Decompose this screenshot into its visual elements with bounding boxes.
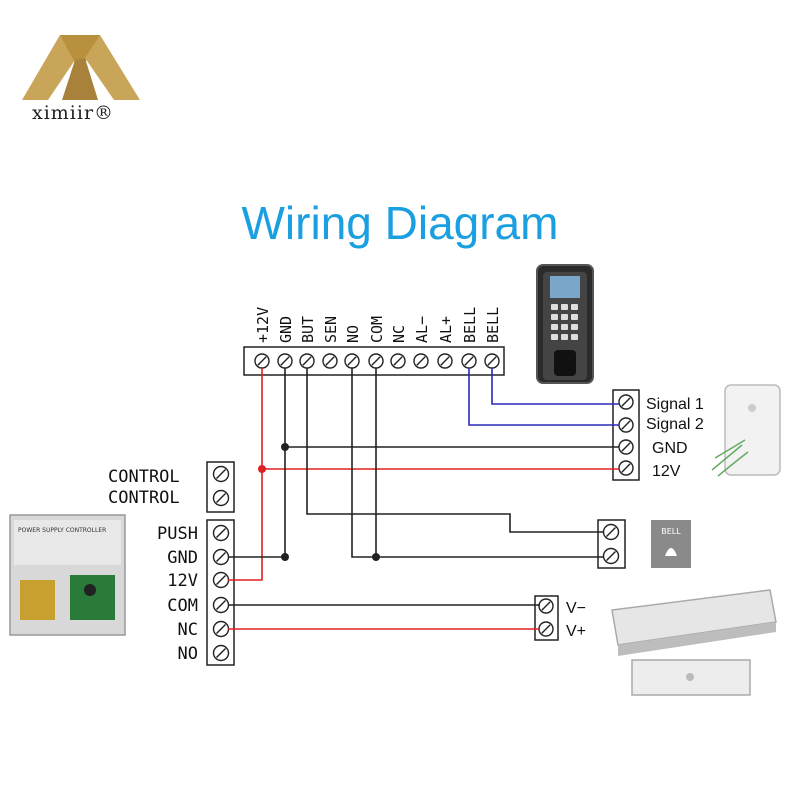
wire-junction-dot	[281, 553, 289, 561]
controller-terminal-label: NC	[390, 325, 408, 343]
wire-junction-dot	[372, 553, 380, 561]
psu-control-screw	[212, 465, 230, 483]
exit-button-terminal-block	[597, 519, 626, 569]
brand-logo	[22, 35, 140, 100]
controller-terminal-screw	[484, 353, 500, 369]
psu-terminal-label: 12V	[167, 571, 198, 591]
exit-button-badge: BELL	[661, 527, 681, 536]
controller-terminal-label: AL+	[437, 316, 455, 343]
psu-terminal-label: NC	[178, 620, 198, 640]
psu-terminal-screw	[212, 571, 230, 589]
psu-terminal-screw	[212, 596, 230, 614]
lock-label-vplus: V+	[566, 623, 586, 640]
psu-terminal-screw	[212, 644, 230, 662]
psu-control-label-2: CONTROL	[108, 488, 180, 508]
psu-control-label-1: CONTROL	[108, 467, 180, 487]
wire-bell-signal1	[491, 368, 619, 405]
psu-control-block	[206, 461, 235, 513]
magnetic-lock-device	[611, 589, 777, 696]
exit-button-screw	[602, 547, 620, 565]
doorbell-terminal-screw	[618, 439, 634, 455]
controller-terminal-label: NO	[344, 325, 362, 343]
power-supply-device: POWER SUPPLY CONTROLLER	[9, 514, 126, 636]
psu-terminal-label: PUSH	[157, 524, 198, 544]
brand-name: ximiir®	[32, 102, 115, 124]
controller-terminal-label: SEN	[322, 316, 340, 343]
controller-terminal-screw	[277, 353, 293, 369]
psu-control-screw	[212, 489, 230, 507]
controller-terminal-screw	[344, 353, 360, 369]
lock-terminal-block	[534, 595, 559, 641]
controller-terminal-screw	[368, 353, 384, 369]
controller-terminal-screw	[461, 353, 477, 369]
wire-junctions	[258, 443, 380, 561]
doorbell-terminal-screw	[618, 417, 634, 433]
wires	[228, 368, 619, 630]
controller-terminal-label: BELL	[484, 307, 502, 343]
psu-device-text: POWER SUPPLY CONTROLLER	[18, 527, 106, 534]
psu-terminal-block	[206, 519, 235, 666]
controller-terminal-screw	[413, 353, 429, 369]
wire-12v-psu	[228, 368, 263, 581]
exit-button-device: BELL	[651, 520, 691, 568]
controller-terminal-screw	[254, 353, 270, 369]
lock-label-vminus: V−	[566, 600, 586, 617]
controller-terminal-screw	[390, 353, 406, 369]
doorbell-label-12v: 12V	[652, 463, 681, 480]
controller-terminal-screw	[437, 353, 453, 369]
psu-terminal-label: NO	[178, 644, 198, 664]
doorbell-terminal-screw	[618, 460, 634, 476]
doorbell-terminal-block	[612, 389, 640, 481]
psu-terminal-screw	[212, 548, 230, 566]
wire-junction-dot	[281, 443, 289, 451]
doorbell-terminal-screw	[618, 394, 634, 410]
fingerprint-reader-device	[536, 264, 594, 384]
wire-junction-dot	[258, 465, 266, 473]
doorbell-device	[711, 384, 781, 477]
wire-no-exit	[351, 368, 604, 558]
wire-bell-signal2	[468, 368, 619, 426]
controller-terminal-label: AL−	[413, 316, 431, 343]
diagram-title: Wiring Diagram	[241, 197, 559, 249]
controller-terminal-label: GND	[277, 316, 295, 343]
controller-terminal-screw	[322, 353, 338, 369]
lock-terminal-screw	[538, 598, 554, 614]
psu-terminal-screw	[212, 524, 230, 542]
lock-terminal-screw	[538, 621, 554, 637]
wire-but-exit	[306, 368, 604, 533]
exit-button-screw	[602, 523, 620, 541]
controller-terminal-label: +12V	[254, 307, 272, 343]
doorbell-label-signal1: Signal 1	[646, 396, 704, 413]
psu-terminal-label: COM	[167, 596, 198, 616]
controller-terminal-label: COM	[368, 316, 386, 343]
controller-terminal-label: BELL	[461, 307, 479, 343]
controller-terminal-label: BUT	[299, 316, 317, 343]
controller-terminal-screw	[299, 353, 315, 369]
psu-terminal-screw	[212, 620, 230, 638]
doorbell-label-gnd: GND	[652, 440, 688, 457]
psu-terminal-label: GND	[167, 548, 198, 568]
wire-gnd-psu	[228, 368, 286, 558]
doorbell-label-signal2: Signal 2	[646, 416, 704, 433]
